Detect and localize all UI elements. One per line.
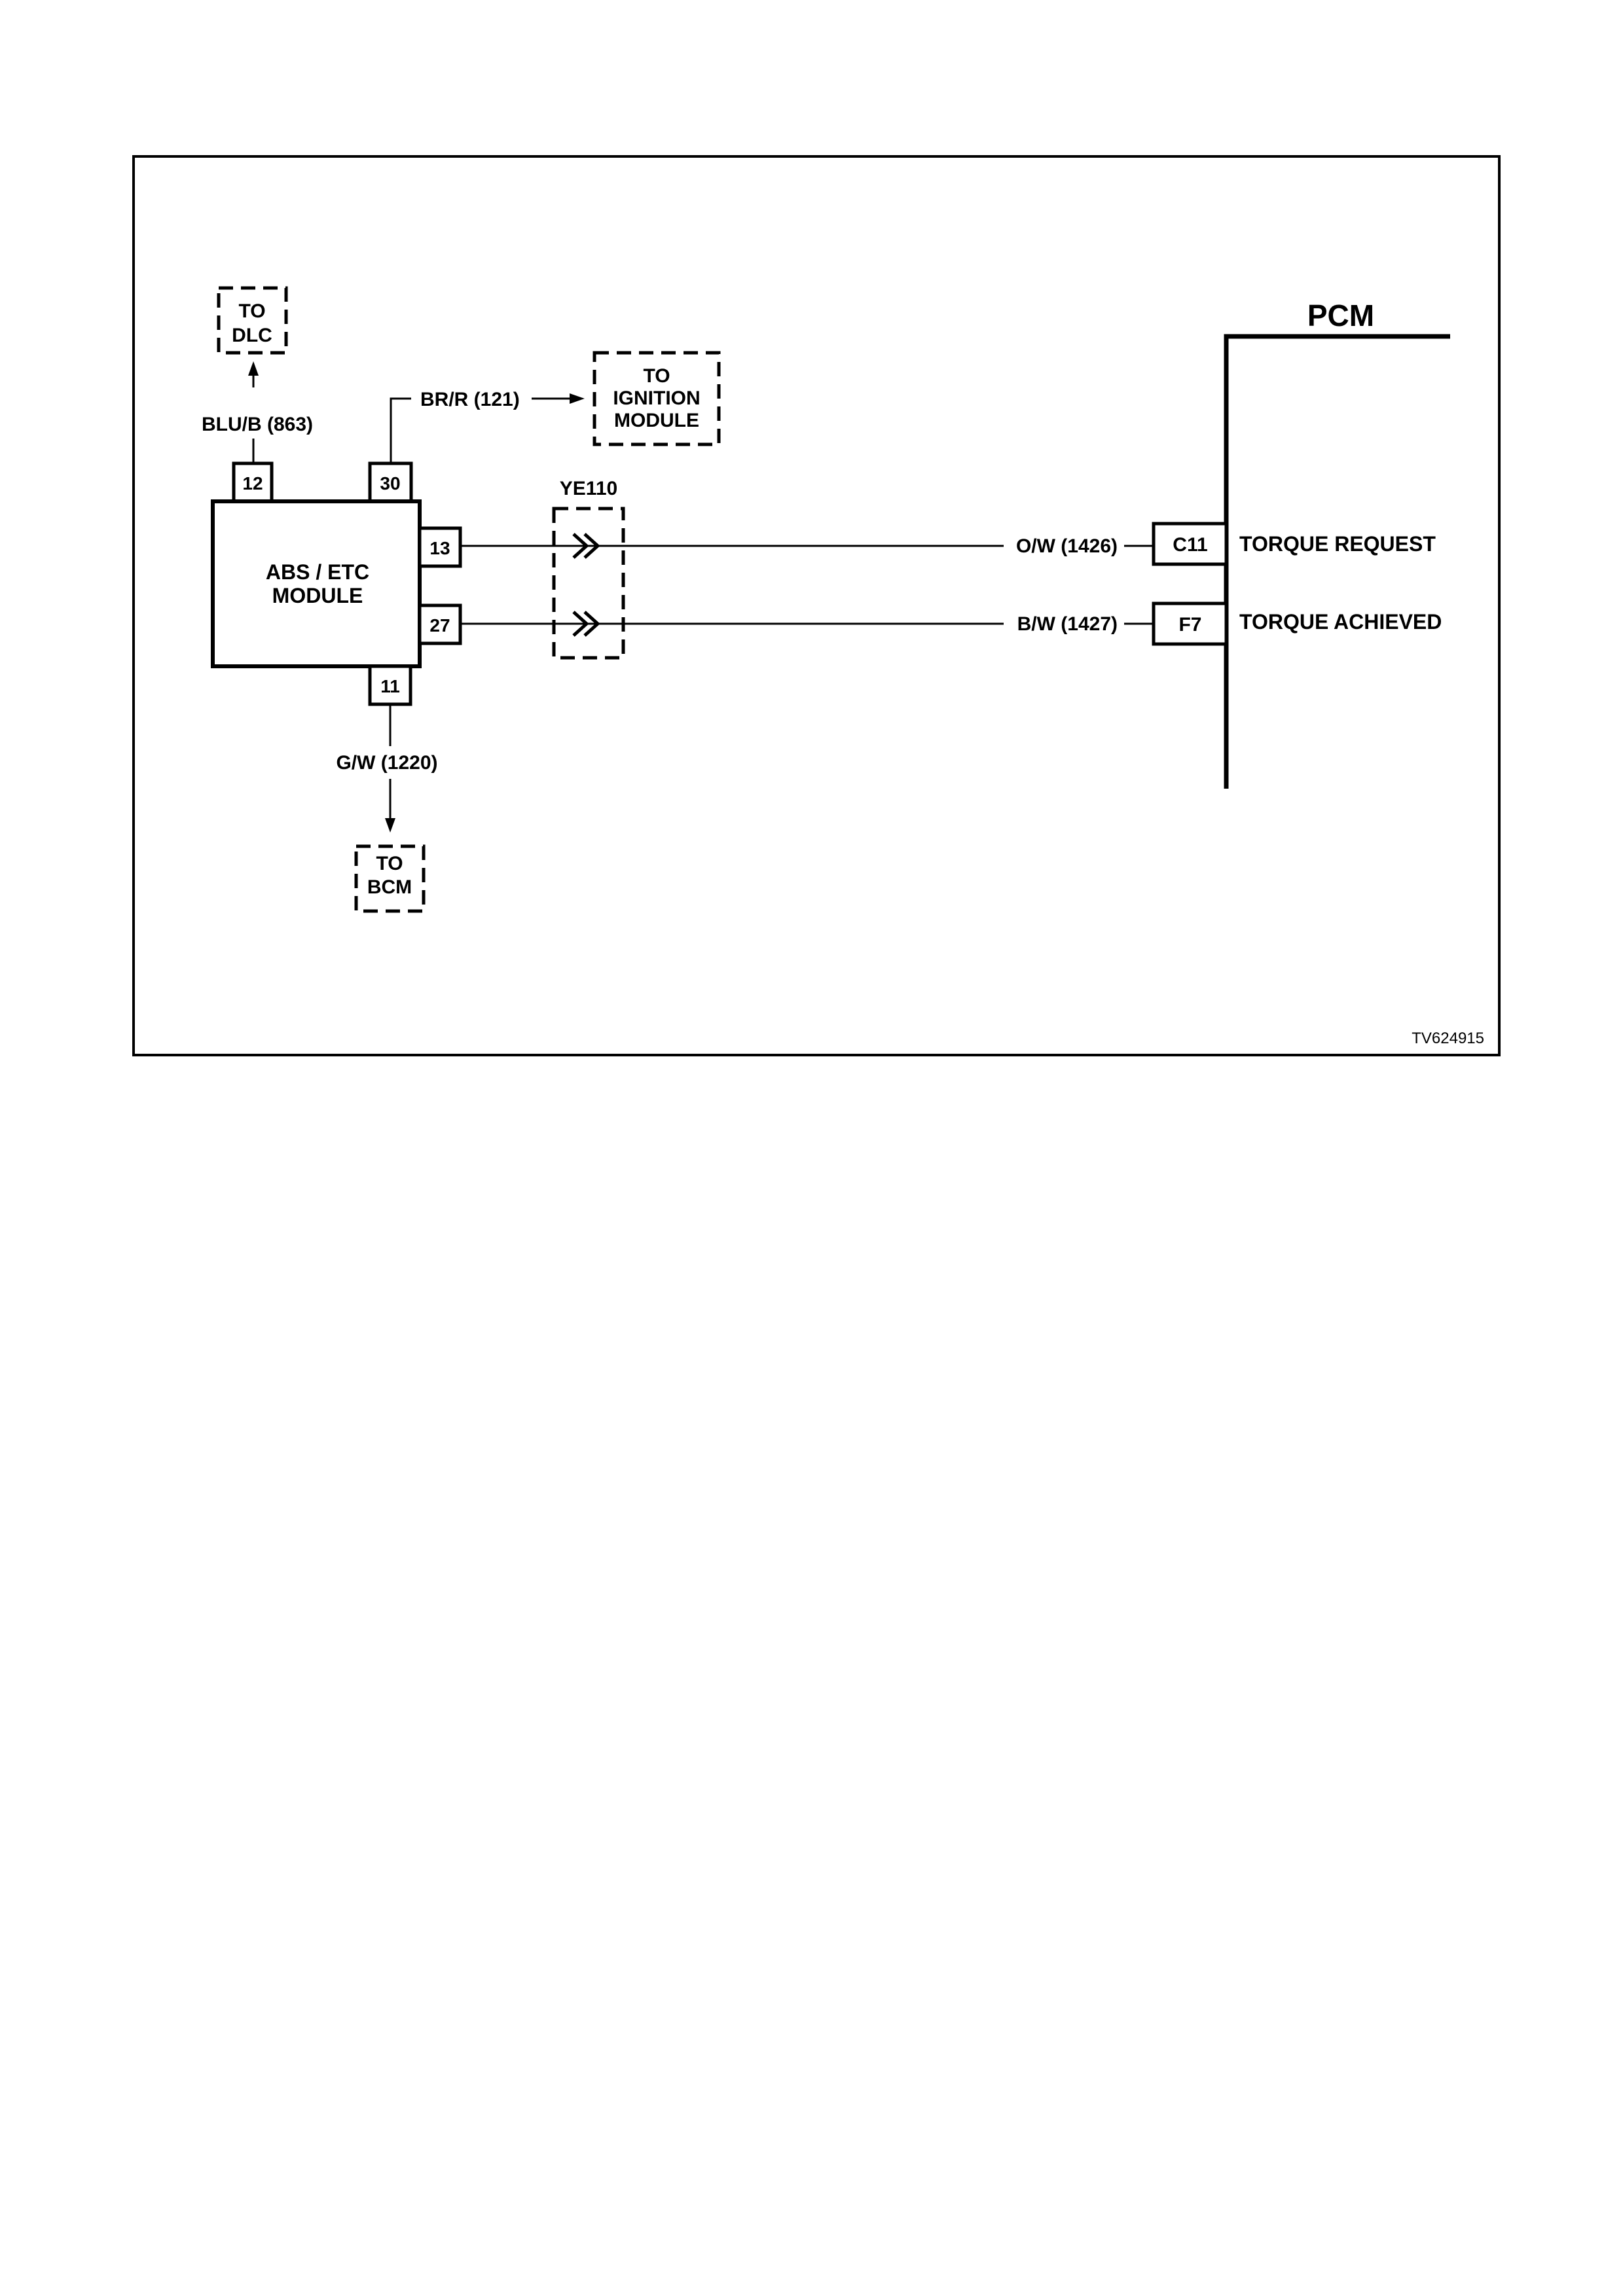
pin-12-label: 12 <box>242 473 263 493</box>
to-bcm-line1: TO <box>376 853 403 874</box>
pin-11-label: 11 <box>380 676 400 696</box>
pcm-outline <box>1226 336 1450 789</box>
pin-13-label: 13 <box>429 538 450 558</box>
connector-label-ye110: YE110 <box>560 478 617 499</box>
torque-request-label: TORQUE REQUEST <box>1239 532 1436 556</box>
pcm-pin-f7-label: F7 <box>1178 614 1201 636</box>
to-bcm-line2: BCM <box>367 876 412 898</box>
pin-27-label: 27 <box>429 615 450 636</box>
pin-30-label: 30 <box>380 473 400 493</box>
connector-ye110-box <box>554 509 623 658</box>
to-ignition-line3: MODULE <box>614 410 699 431</box>
arrow-to-dlc <box>248 361 259 376</box>
to-ignition-line1: TO <box>643 365 670 387</box>
wire-label-b-w: B/W (1427) <box>1017 613 1118 635</box>
wire-br-r <box>391 399 411 463</box>
pcm-pin-c11-label: C11 <box>1173 534 1207 556</box>
wire-label-br-r: BR/R (121) <box>420 389 520 410</box>
wire-label-g-w: G/W (1220) <box>336 752 437 774</box>
arrow-to-ignition <box>570 393 585 404</box>
torque-achieved-label: TORQUE ACHIEVED <box>1239 610 1442 634</box>
to-dlc-line2: DLC <box>232 325 272 346</box>
module-label-line1: ABS / ETC <box>266 560 369 584</box>
pcm-title: PCM <box>1307 298 1374 332</box>
figure-id: TV624915 <box>1412 1030 1484 1047</box>
arrow-to-bcm <box>385 818 395 833</box>
wire-label-o-w: O/W (1426) <box>1016 535 1118 557</box>
to-ignition-line2: IGNITION <box>613 387 700 409</box>
module-label-line2: MODULE <box>272 584 363 607</box>
to-dlc-line1: TO <box>238 300 265 322</box>
wire-label-blu-b: BLU/B (863) <box>202 414 313 435</box>
